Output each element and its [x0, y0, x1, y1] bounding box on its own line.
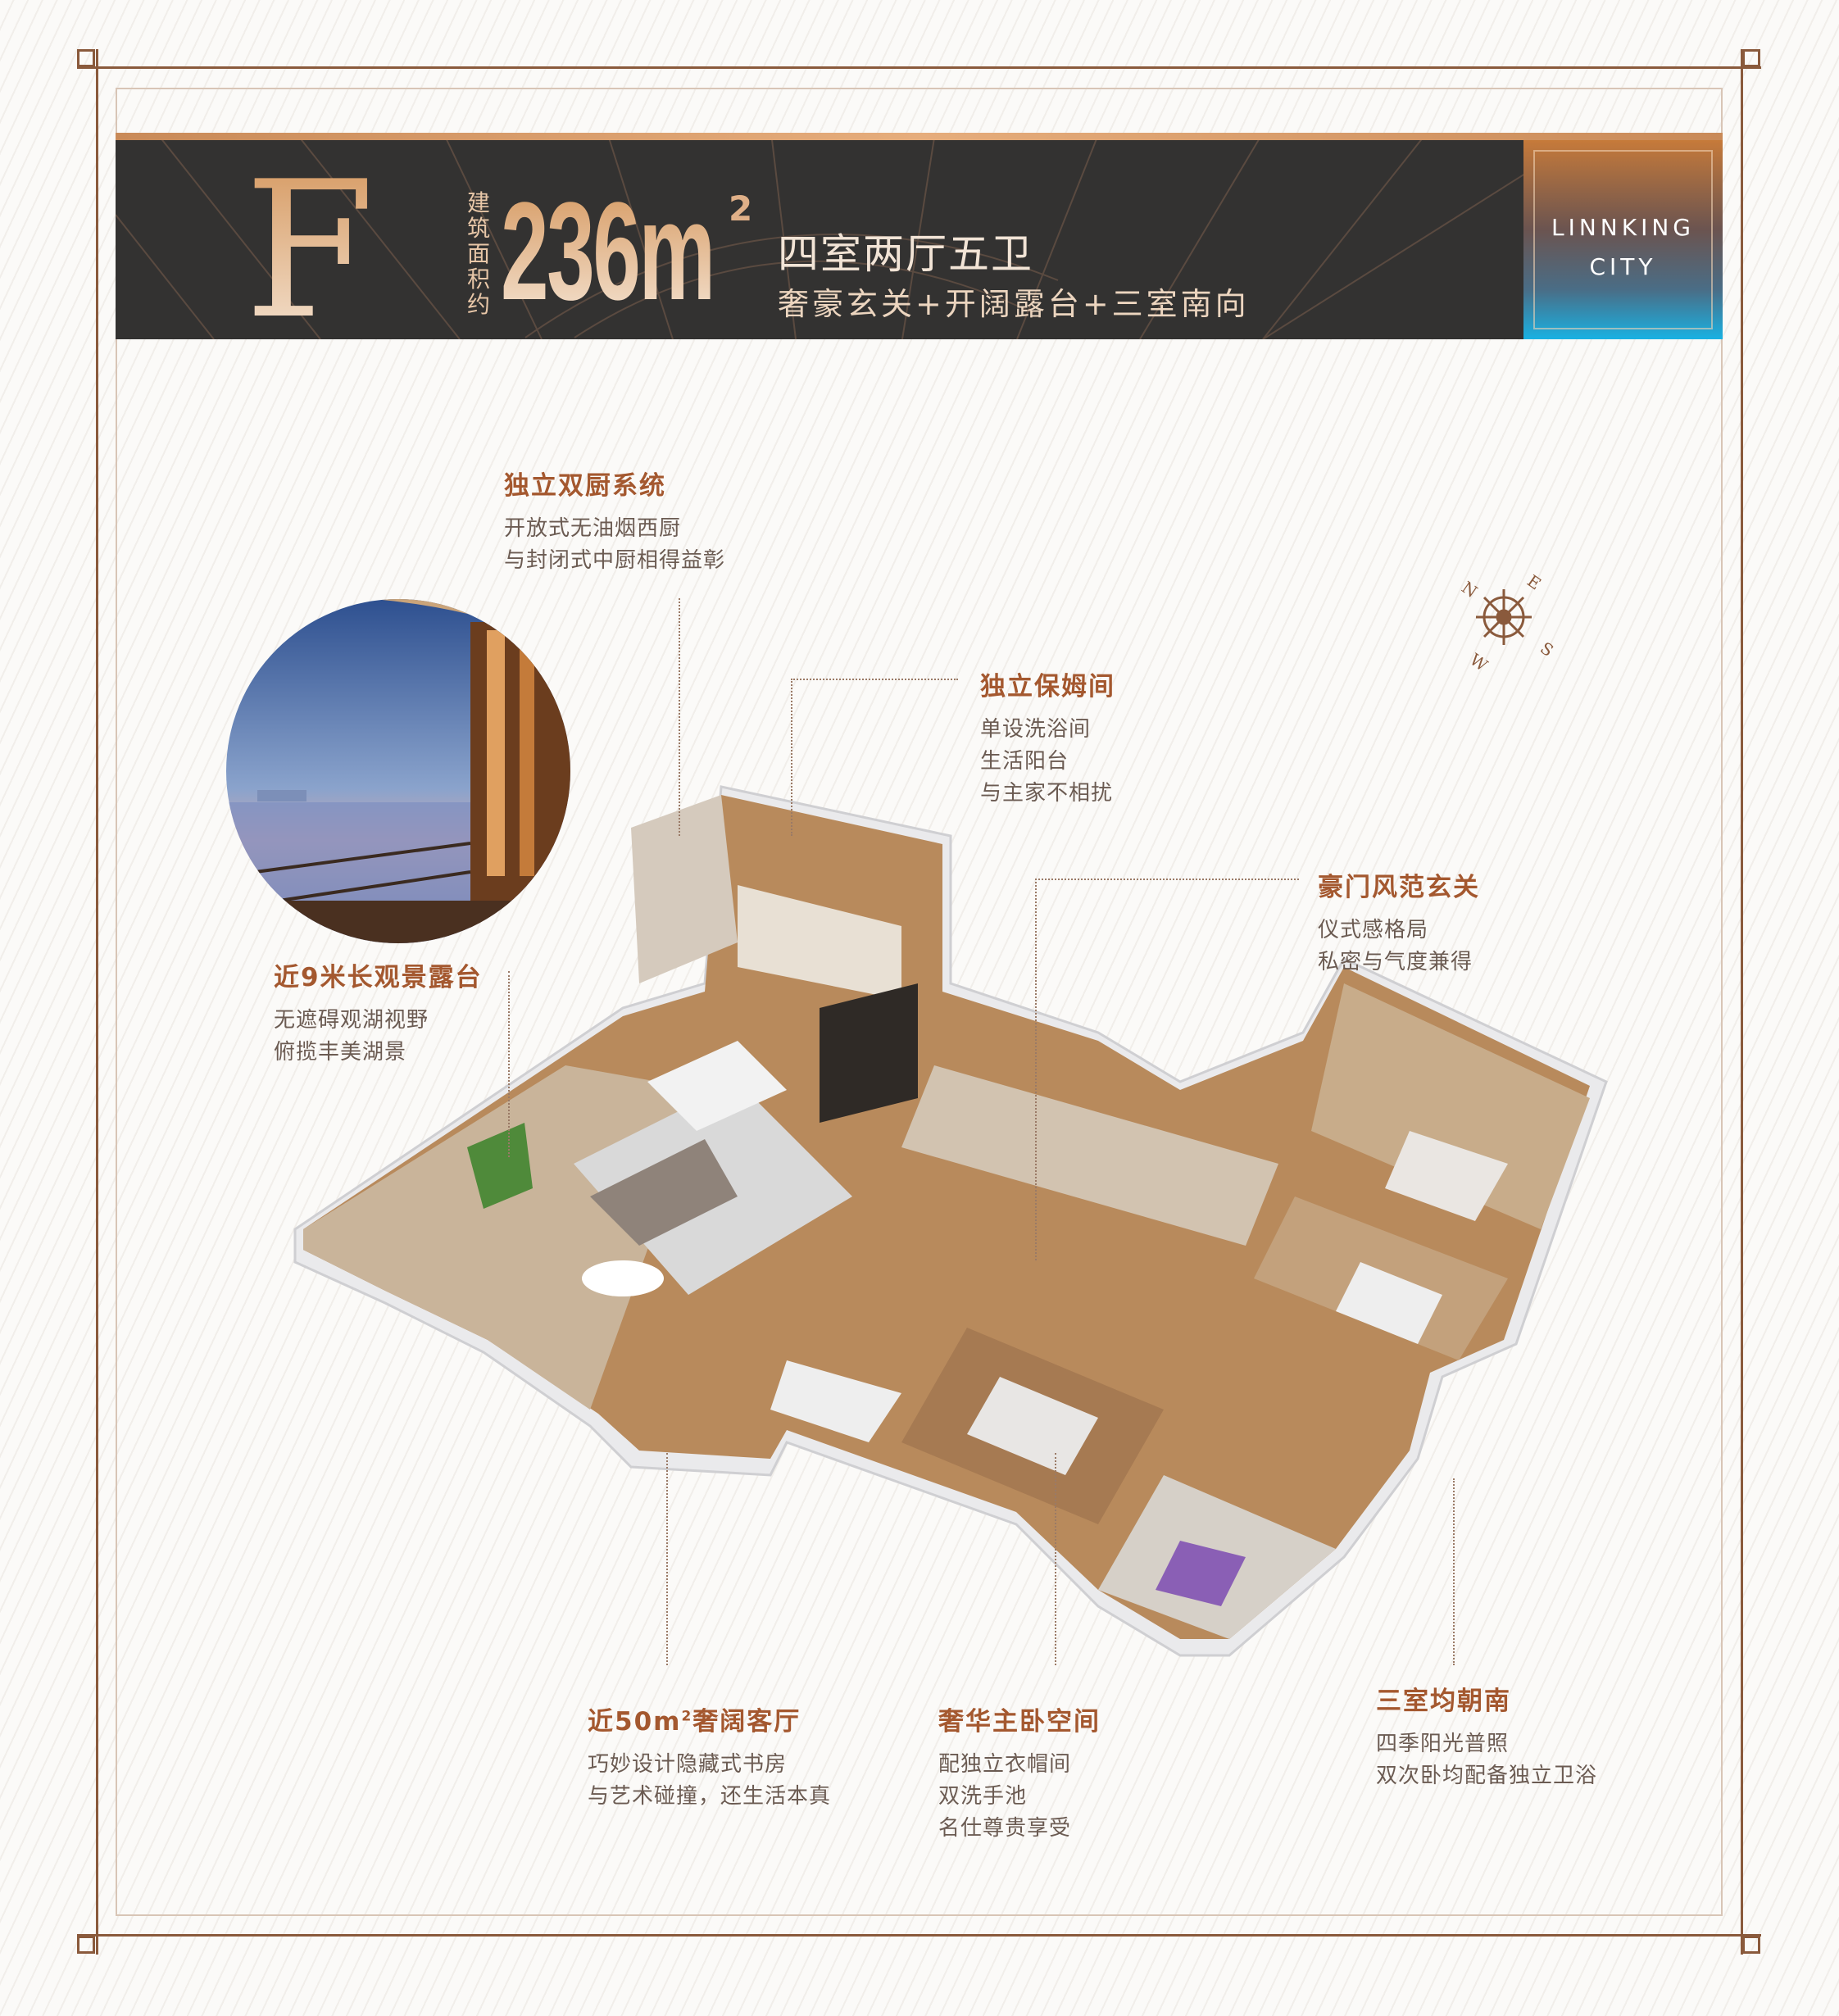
header-accent-bar	[116, 133, 1723, 140]
feature-line: 俯揽丰美湖景	[274, 1040, 407, 1065]
feature-line: 与艺术碰撞，还生活本真	[588, 1784, 832, 1809]
feature-line: 开放式无油烟西厨	[504, 516, 682, 541]
feature-title: 近9米长观景露台	[274, 963, 483, 992]
logo-line1: LINNKING	[1551, 214, 1695, 241]
frame-corner	[77, 1936, 95, 1954]
brand-logo: LINNKING CITY	[1523, 140, 1723, 339]
compass-e: E	[1523, 570, 1545, 593]
feature-line: 与主家不相扰	[980, 781, 1114, 806]
entrance-hall	[901, 1065, 1278, 1246]
leader-line	[1035, 879, 1299, 880]
frame-top	[77, 66, 1761, 69]
bed	[967, 1377, 1098, 1475]
bathroom	[770, 1360, 901, 1442]
feature-title: 豪门风范玄关	[1318, 873, 1480, 902]
wine-cabinet	[820, 983, 918, 1123]
leader-line	[791, 679, 958, 680]
feature-living-room: 近50m2奢阔客厅 巧妙设计隐藏式书房 与艺术碰撞，还生活本真	[588, 1700, 831, 1813]
leader-line	[1035, 879, 1037, 1260]
bed	[1385, 1131, 1508, 1221]
sofa	[590, 1139, 738, 1246]
feature-line: 双次卧均配备独立卫浴	[1376, 1764, 1598, 1788]
feature-title: 奢华主卧空间	[938, 1707, 1101, 1737]
frame-corner	[77, 49, 95, 67]
logo-line2: CITY	[1589, 253, 1657, 280]
feature-title-pre: 近50m	[588, 1707, 682, 1737]
layout-title: 四室两厅五卫	[778, 230, 1033, 278]
feature-line: 名仕尊贵享受	[938, 1816, 1072, 1841]
terrace-view-photo	[226, 599, 570, 943]
maid-room	[738, 885, 901, 1000]
leader-line	[791, 679, 792, 836]
compass-s: S	[1537, 638, 1557, 661]
compass-w: W	[1466, 649, 1492, 672]
floor-area	[303, 795, 1590, 1639]
leader-line	[508, 971, 510, 1157]
feature-maid-room: 独立保姆间 单设洗浴间 生活阳台 与主家不相扰	[980, 665, 1115, 810]
yoga-mat	[1156, 1541, 1246, 1606]
coffee-table	[582, 1260, 664, 1296]
feature-title: 独立双厨系统	[504, 471, 666, 501]
compass-rose-icon: N E S W	[1458, 570, 1557, 672]
feature-title: 独立保姆间	[980, 672, 1115, 702]
feature-line: 双洗手池	[938, 1784, 1028, 1809]
bed	[1336, 1262, 1442, 1344]
feature-title: 近50m2奢阔客厅	[588, 1700, 831, 1737]
area-label: 建筑面积约	[466, 189, 490, 318]
feature-line: 单设洗浴间	[980, 717, 1092, 742]
floor-plan-3d	[293, 785, 1608, 1657]
feature-line: 与封闭式中厨相得益彰	[504, 548, 726, 573]
feature-title-sup: 2	[681, 1708, 693, 1725]
frame-bottom	[77, 1934, 1761, 1937]
feature-line: 配独立衣帽间	[938, 1752, 1072, 1777]
area-unit-sup: 2	[729, 188, 753, 229]
leader-line	[679, 598, 680, 836]
highlights: 奢豪玄关+开阔露台+三室南向	[778, 286, 1250, 322]
feature-line: 四季阳光普照	[1376, 1732, 1510, 1756]
putting-green	[467, 1123, 533, 1209]
frame-left	[96, 49, 98, 1955]
feature-line: 私密与气度兼得	[1318, 950, 1473, 974]
feature-south-rooms: 三室均朝南 四季阳光普照 双次卧均配备独立卫浴	[1376, 1680, 1597, 1792]
header-pattern	[116, 133, 1525, 339]
inner-frame	[116, 88, 1723, 1916]
feature-title: 三室均朝南	[1376, 1687, 1511, 1716]
feature-line: 仪式感格局	[1318, 918, 1429, 942]
leader-line	[1453, 1478, 1455, 1665]
frame-right	[1741, 49, 1743, 1955]
compass-n: N	[1458, 577, 1481, 602]
area-value: 236m	[501, 174, 715, 329]
feature-master-bedroom: 奢华主卧空间 配独立衣帽间 双洗手池 名仕尊贵享受	[938, 1700, 1101, 1845]
kitchen	[631, 795, 738, 983]
frame-corner	[1742, 49, 1760, 67]
feature-terrace: 近9米长观景露台 无遮碍观湖视野 俯揽丰美湖景	[274, 956, 483, 1069]
feature-dual-kitchen: 独立双厨系统 开放式无油烟西厨 与封闭式中厨相得益彰	[504, 465, 725, 577]
feature-line: 巧妙设计隐藏式书房	[588, 1752, 788, 1777]
bedroom	[1311, 983, 1590, 1229]
dining-table	[647, 1041, 787, 1131]
leader-line	[1055, 1453, 1056, 1665]
feature-line: 生活阳台	[980, 749, 1069, 774]
leader-line	[666, 1453, 668, 1665]
feature-entrance: 豪门风范玄关 仪式感格局 私密与气度兼得	[1318, 866, 1480, 978]
feature-title-post: 奢阔客厅	[692, 1707, 801, 1737]
frame-corner	[1742, 1936, 1760, 1954]
header-banner: F 建筑面积约 236m 2 四室两厅五卫 奢豪玄关+开阔露台+三室南向 LIN…	[116, 133, 1723, 339]
feature-line: 无遮碍观湖视野	[274, 1008, 429, 1033]
unit-type: F	[244, 157, 375, 340]
